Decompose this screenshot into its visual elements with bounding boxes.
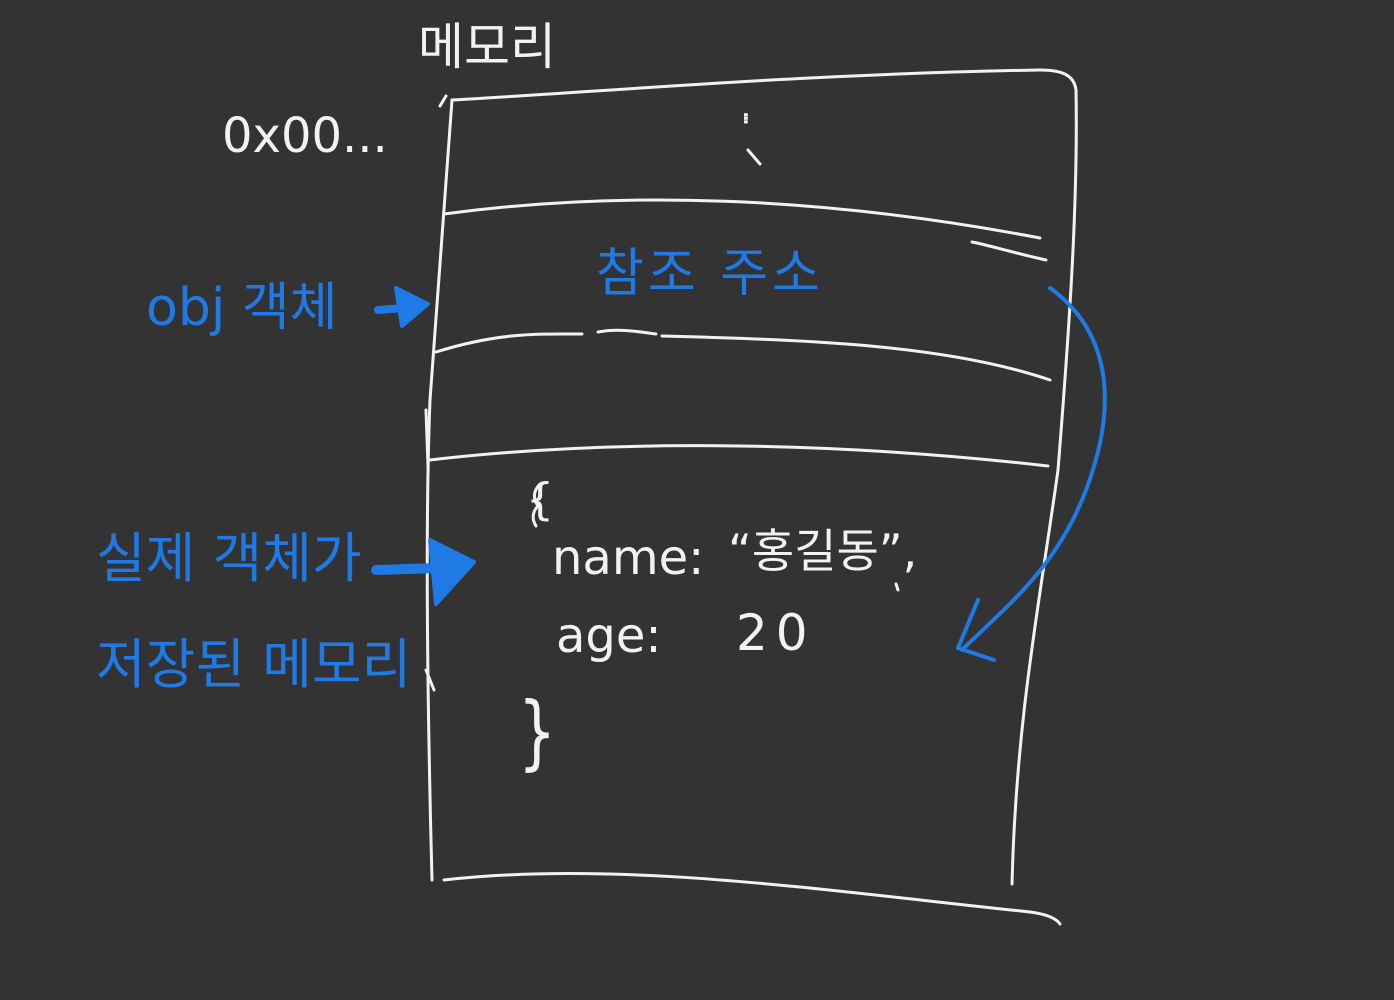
reference-address-cell: 참조 주소 [596, 244, 824, 304]
memory-block-bottom-edge [442, 871, 1062, 926]
real-object-pointer-head [428, 538, 476, 606]
real-object-label-line1: 실제 객체가 [96, 527, 362, 590]
row-divider-2-c [660, 334, 1052, 382]
object-name-key: name: [552, 530, 705, 586]
reference-arrow-curve [960, 286, 1107, 652]
object-age-value: 20 [736, 604, 816, 662]
reference-arrow-head [956, 598, 996, 662]
dot-mark-1 [746, 148, 762, 166]
memory-block-top-edge [450, 68, 1078, 102]
memory-block-left-edge [425, 98, 454, 882]
memory-title: 메모리 [418, 18, 556, 76]
real-object-label-line2: 저장된 메모리 [96, 633, 412, 696]
row-divider-1 [442, 198, 1042, 240]
object-age-key: age: [556, 608, 662, 664]
object-open-brace: { [526, 474, 554, 525]
address-label: 0x00... [222, 108, 388, 164]
brace-stroke [531, 482, 542, 528]
row-tick-left [424, 408, 430, 468]
real-object-pointer-shaft [371, 563, 443, 575]
object-name-value: “홍길동”, [728, 524, 918, 578]
edge-mark-left [424, 668, 436, 692]
row-divider-1-tail [970, 240, 1048, 262]
ellipsis-marker: ... [736, 110, 771, 121]
title-underline-tick [438, 94, 448, 108]
row-divider-2-b [596, 328, 658, 336]
obj-variable-label: obj 객체 [146, 278, 338, 338]
obj-pointer-head [394, 286, 430, 328]
object-close-brace: } [518, 685, 557, 780]
row-divider-2 [434, 332, 584, 354]
row-divider-3 [428, 444, 1050, 468]
comma-mark [894, 582, 900, 592]
memory-block-right-edge [1010, 88, 1078, 886]
